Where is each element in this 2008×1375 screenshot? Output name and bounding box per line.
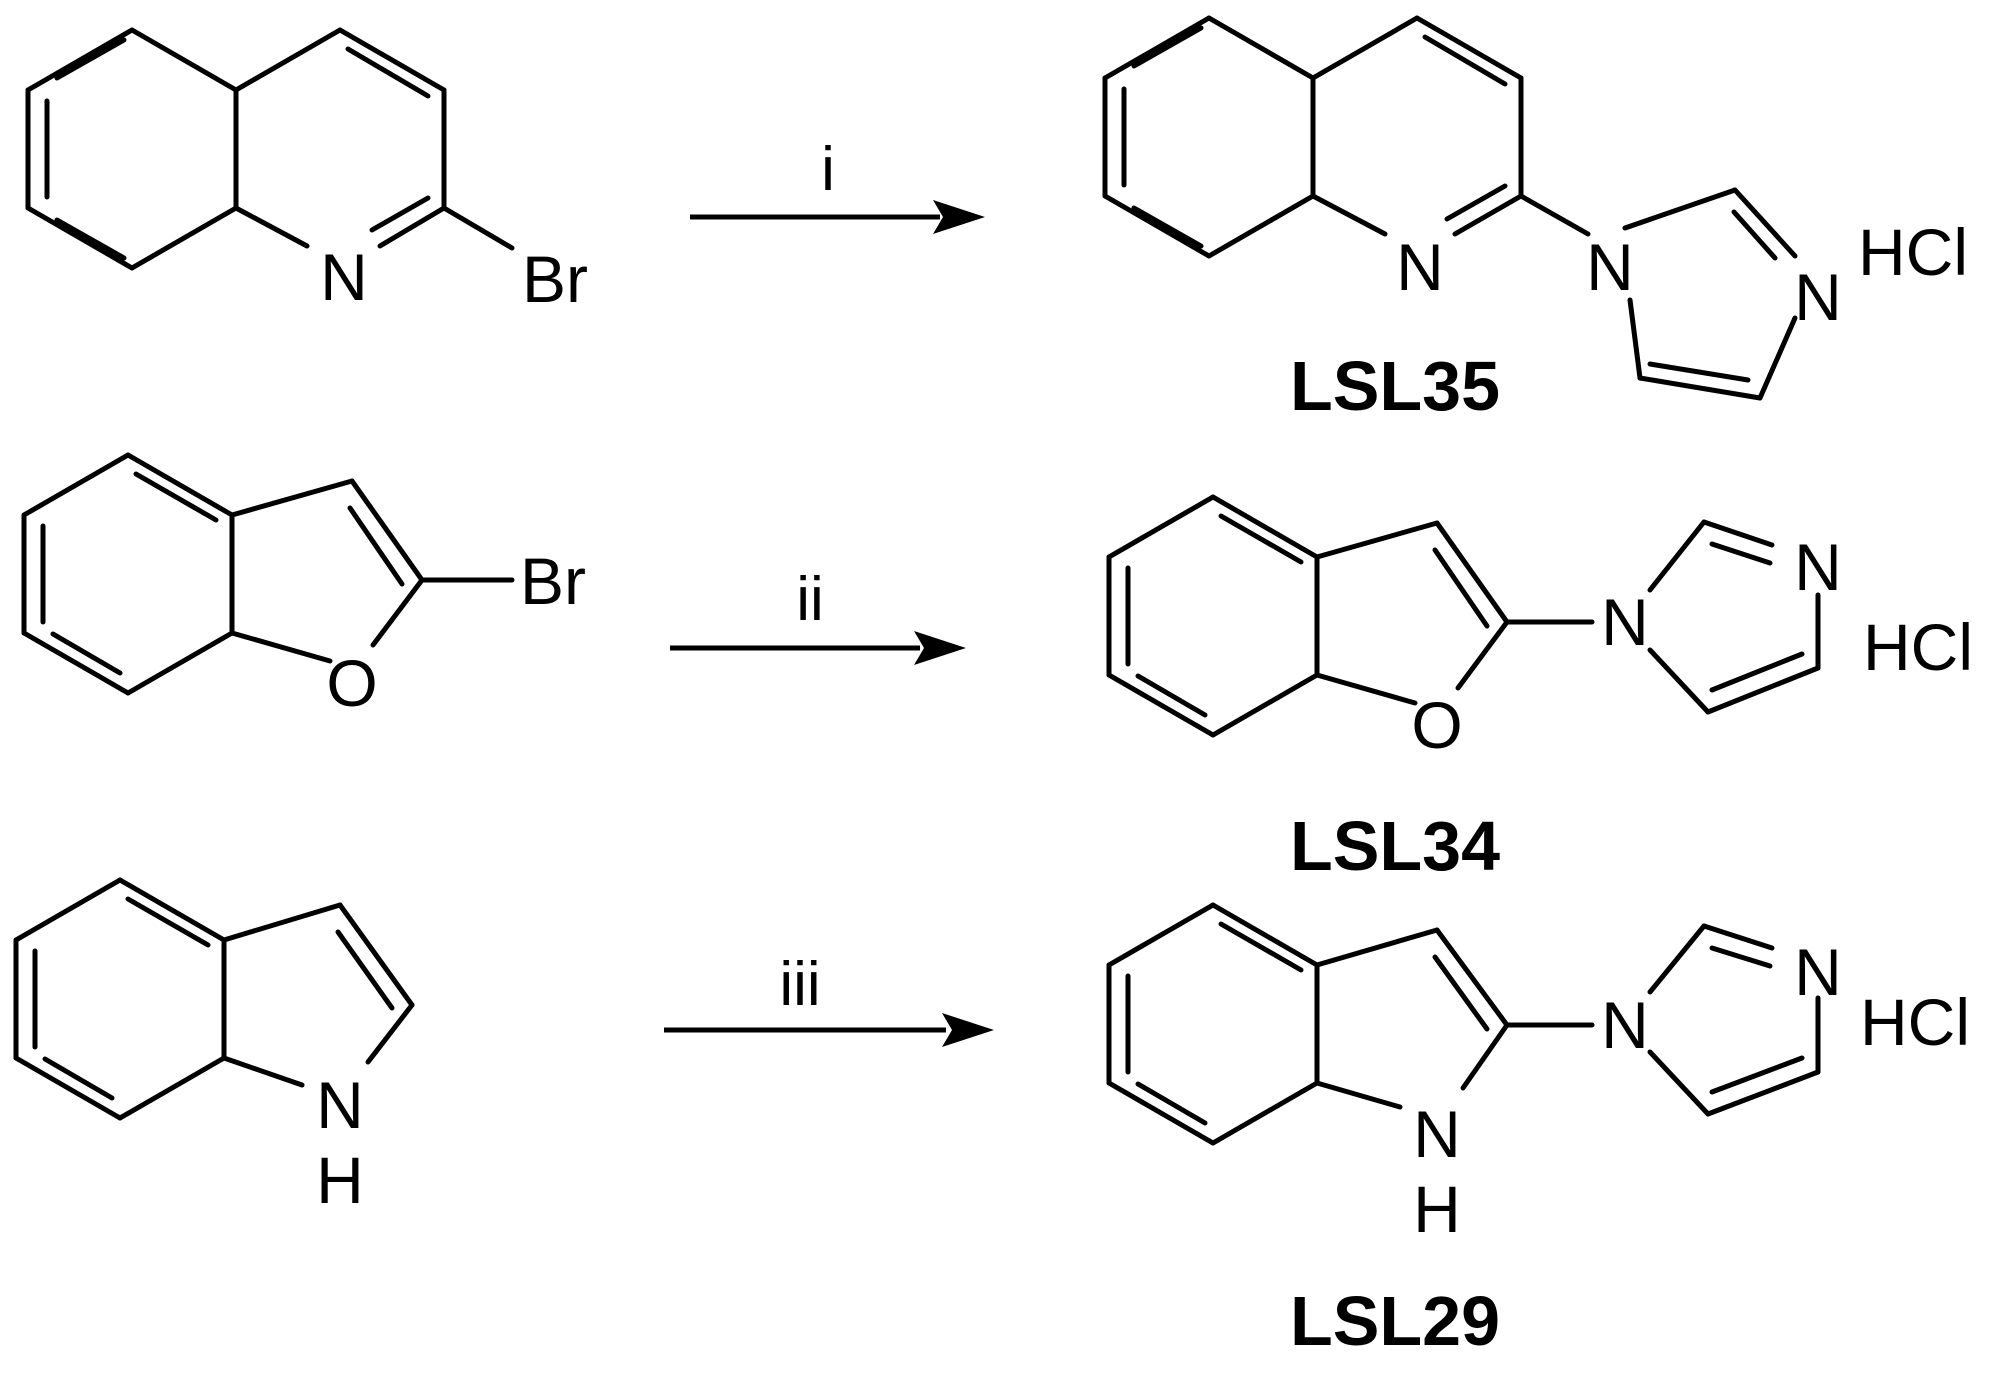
atom-n: N <box>320 240 368 314</box>
atom-h: H <box>316 1143 364 1217</box>
product-lsl29: N H N N HCl LSL29 <box>1106 902 1970 1360</box>
atom-n: N <box>316 1068 364 1142</box>
condition-label-ii: ii <box>796 565 824 634</box>
condition-label-iii: iii <box>779 950 820 1019</box>
atom-n1-imidazole: N <box>1586 230 1634 304</box>
atom-n-quinoline: N <box>1396 230 1444 304</box>
atom-n3-imidazole: N <box>1794 935 1842 1009</box>
reaction-arrow-ii: ii <box>670 565 966 665</box>
atom-n1-imidazole: N <box>1601 988 1649 1062</box>
compound-label: LSL35 <box>1290 347 1500 425</box>
reactant-indole: N H <box>13 877 415 1217</box>
atom-br: Br <box>520 544 586 618</box>
reactant-2-bromobenzofuran: O Br <box>21 452 586 720</box>
reaction-arrow-iii: iii <box>664 950 994 1047</box>
quinolinyl-imidazole-bonds <box>1102 15 1798 401</box>
salt-hcl: HCl <box>1860 985 1970 1059</box>
reaction-arrow-i: i <box>690 135 985 234</box>
reactant-2-bromoquinoline: N Br <box>25 27 588 316</box>
atom-n3-imidazole: N <box>1794 530 1842 604</box>
product-lsl34: O N N HCl LSL34 <box>1106 494 1973 885</box>
condition-label-i: i <box>821 135 835 204</box>
indolyl-imidazole-bonds <box>1106 902 1821 1146</box>
atom-br: Br <box>522 242 588 316</box>
product-lsl35: N N N HCl LSL35 <box>1102 15 1968 425</box>
atom-n3-imidazole: N <box>1794 260 1842 334</box>
benzofuranyl-imidazole-bonds <box>1106 494 1821 738</box>
atom-h-indole: H <box>1413 1172 1461 1246</box>
benzofuran-bonds <box>21 452 515 696</box>
compound-label: LSL29 <box>1290 1282 1500 1360</box>
quinoline-bonds <box>25 27 515 271</box>
atom-n-indole: N <box>1413 1097 1461 1171</box>
salt-hcl: HCl <box>1863 610 1973 684</box>
atom-n1-imidazole: N <box>1601 585 1649 659</box>
compound-label: LSL34 <box>1290 807 1500 885</box>
indole-bonds <box>13 877 415 1121</box>
atom-o: O <box>1411 688 1462 762</box>
salt-hcl: HCl <box>1858 215 1968 289</box>
atom-o: O <box>326 646 377 720</box>
